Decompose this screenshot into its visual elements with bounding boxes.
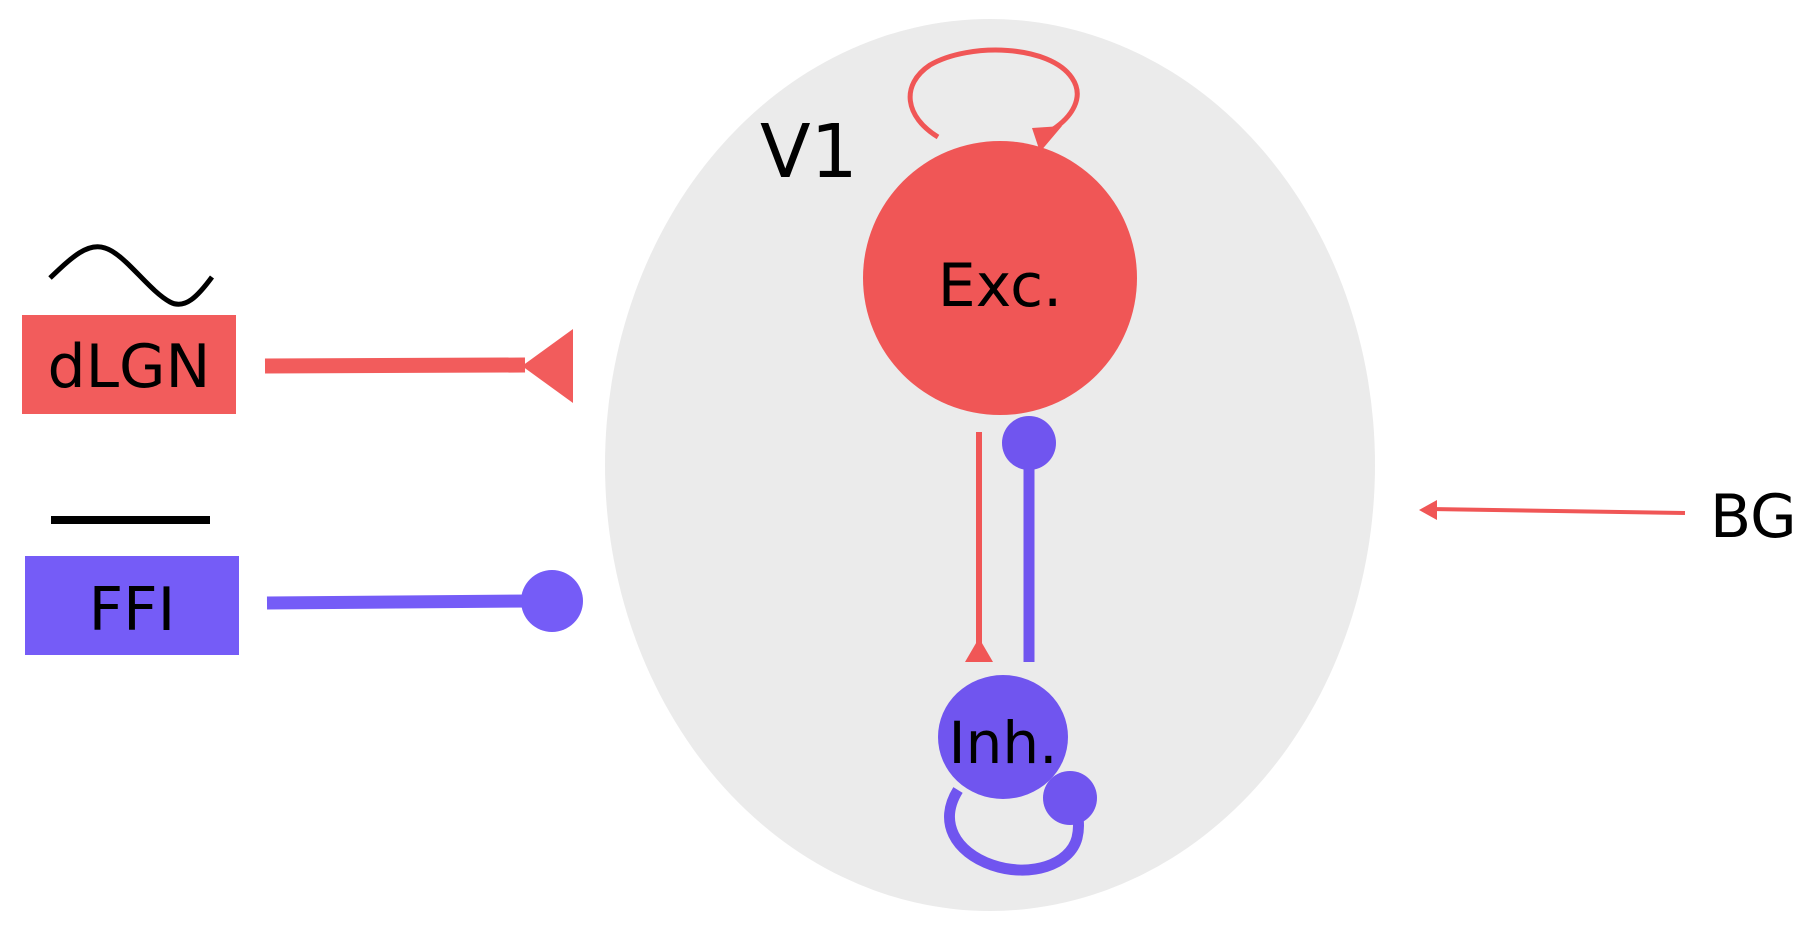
dlgn-to-v1-line [264, 357, 526, 374]
bg-to-v1-arrowhead [1419, 500, 1437, 520]
inhibitory-population [938, 675, 1068, 799]
excitatory-population [863, 141, 1137, 415]
dlgn-to-v1-arrowhead [522, 329, 573, 403]
excitatory-label: Exc. [938, 251, 1062, 321]
exc-recurrent-loop [907, 47, 1080, 140]
inh-recurrent-synapse [1043, 771, 1097, 825]
sine-wave-icon [48, 244, 215, 307]
dlgn-label: dLGN [48, 332, 211, 402]
exc-to-inh-arrowhead [965, 638, 993, 662]
bg-label: BG [1710, 482, 1795, 552]
ffi-to-v1-synapse [521, 570, 583, 632]
ffi-box [25, 556, 239, 655]
ffi-label: FFI [89, 575, 176, 645]
v1-region [605, 19, 1375, 911]
dlgn-box [22, 315, 236, 414]
inh-to-exc-synapse [1002, 416, 1056, 470]
ffi-to-v1-line [266, 594, 533, 610]
bg-to-v1-line [1429, 507, 1686, 515]
exc-recurrent-arrowhead [1032, 126, 1062, 152]
v1-label: V1 [760, 109, 858, 195]
inhibitory-label: Inh. [948, 709, 1057, 777]
